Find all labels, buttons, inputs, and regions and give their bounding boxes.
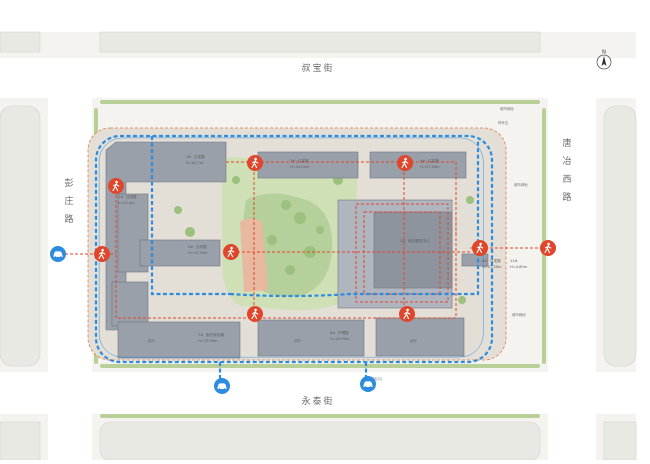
east-road bbox=[548, 58, 596, 460]
svg-text:H=22.50m: H=22.50m bbox=[188, 251, 208, 255]
green-note-east-1: 城市绿地 bbox=[514, 182, 528, 187]
svg-text:住宅楼: 住宅楼 bbox=[490, 258, 501, 263]
building-4 bbox=[369, 151, 467, 179]
car-icon bbox=[50, 246, 66, 262]
svg-text:西: 西 bbox=[562, 174, 573, 185]
north-arrow-icon: N bbox=[596, 50, 612, 70]
svg-text:住宅楼: 住宅楼 bbox=[194, 154, 205, 159]
pedestrian-icon bbox=[223, 244, 239, 260]
green-note-north-1: 城市绿地 bbox=[500, 106, 514, 111]
pedestrian-icon bbox=[472, 240, 488, 256]
svg-text:7#: 7# bbox=[198, 333, 203, 337]
svg-text:8#: 8# bbox=[330, 331, 335, 335]
surrounding-blocks bbox=[0, 31, 637, 461]
svg-text:H=27.30m: H=27.30m bbox=[482, 265, 502, 269]
svg-text:H=27.30m: H=27.30m bbox=[420, 165, 440, 169]
car-markers bbox=[50, 246, 376, 394]
south-road-label: 永泰街 bbox=[301, 395, 334, 407]
svg-text:H=4.80m: H=4.80m bbox=[510, 265, 528, 269]
svg-text:庄: 庄 bbox=[64, 195, 75, 207]
plaza-paving bbox=[240, 218, 268, 292]
building-label-1: 1# 住宅楼 H=42.7m bbox=[186, 154, 205, 165]
svg-text:4#: 4# bbox=[420, 159, 425, 163]
svg-text:H=42.7m: H=42.7m bbox=[186, 161, 204, 165]
svg-text:1#: 1# bbox=[186, 155, 191, 159]
building-label-4: 4# 住宅楼 H=27.30m bbox=[420, 158, 440, 169]
svg-text:H=34.50m: H=34.50m bbox=[290, 165, 310, 169]
building-labels: 1# 住宅楼 H=42.7m 2# 住宅楼 h=42.4m 3# 住宅楼 H=3… bbox=[118, 154, 528, 343]
podium-label-mid: 裙房 bbox=[294, 338, 301, 343]
building-label-6: 6# 住宅楼 H=27.30m bbox=[482, 258, 502, 269]
west-road-label: 彭 庄 路 bbox=[64, 177, 75, 225]
east-road-label: 唐 冶 西 路 bbox=[562, 137, 573, 203]
svg-text:住宅楼: 住宅楼 bbox=[196, 244, 207, 249]
svg-text:住宅楼: 住宅楼 bbox=[298, 158, 309, 163]
misc-labels: (消防出口) 城市绿地 城市绿地 城市绿地 停车位 裙房 裙房 裙房 bbox=[148, 106, 528, 381]
svg-text:6#: 6# bbox=[482, 259, 487, 263]
svg-text:3#: 3# bbox=[290, 159, 295, 163]
svg-text:冶: 冶 bbox=[562, 155, 573, 167]
north-road bbox=[0, 58, 636, 98]
building-label-8: 8# 护理楼 H=23.90m bbox=[330, 330, 350, 341]
green-note-east-2: 城市绿地 bbox=[512, 312, 526, 317]
svg-text:医疗综合楼: 医疗综合楼 bbox=[206, 332, 224, 337]
building-label-9: 3# 综合服务中心 bbox=[400, 238, 430, 243]
building-label-2: 2# 住宅楼 h=42.4m bbox=[118, 194, 137, 205]
svg-text:彭: 彭 bbox=[64, 177, 75, 189]
building-8 bbox=[257, 319, 365, 357]
building-label-11: 11# H=4.80m bbox=[510, 259, 528, 269]
podium-label-right: 裙房 bbox=[410, 338, 417, 343]
pedestrian-icon bbox=[108, 178, 124, 194]
gate-south-label: (消防出口) bbox=[366, 376, 383, 381]
pedestrian-icon bbox=[540, 240, 556, 256]
building-label-7: 7# 医疗综合楼 H=23.90m bbox=[198, 332, 224, 343]
svg-text:H=23.90m: H=23.90m bbox=[330, 337, 350, 341]
svg-text:唐: 唐 bbox=[562, 137, 573, 149]
pedestrian-icon bbox=[247, 155, 263, 171]
building-7 bbox=[117, 321, 241, 359]
svg-text:住宅楼: 住宅楼 bbox=[126, 194, 137, 199]
pedestrian-icon bbox=[399, 306, 415, 322]
svg-text:路: 路 bbox=[64, 213, 75, 225]
svg-text:护理楼: 护理楼 bbox=[338, 330, 349, 335]
svg-text:5#: 5# bbox=[188, 245, 193, 249]
pedestrian-icon bbox=[397, 155, 413, 171]
svg-text:h=42.4m: h=42.4m bbox=[118, 201, 135, 205]
pedestrian-icon bbox=[247, 306, 263, 322]
pedestrian-icon bbox=[94, 246, 110, 262]
svg-text:H=23.90m: H=23.90m bbox=[198, 339, 218, 343]
svg-text:路: 路 bbox=[562, 191, 573, 203]
svg-text:住宅楼: 住宅楼 bbox=[428, 158, 439, 163]
svg-text:11#: 11# bbox=[510, 259, 518, 263]
parking-note-north: 停车位 bbox=[498, 120, 509, 125]
building-label-5: 5# 住宅楼 H=22.50m bbox=[188, 244, 208, 255]
svg-text:综合服务中心: 综合服务中心 bbox=[408, 238, 430, 243]
building-3 bbox=[257, 151, 359, 179]
north-road-label: 叔宝街 bbox=[301, 62, 334, 74]
car-icon bbox=[214, 378, 230, 394]
pedestrian-markers bbox=[94, 155, 556, 322]
south-road bbox=[0, 372, 636, 414]
car-icon bbox=[360, 376, 376, 392]
svg-text:3#: 3# bbox=[400, 239, 405, 243]
podium-label-left: 裙房 bbox=[148, 338, 155, 343]
svg-text:N: N bbox=[602, 50, 606, 56]
building-label-3: 3# 住宅楼 H=34.50m bbox=[290, 158, 310, 169]
svg-text:2#: 2# bbox=[118, 195, 123, 199]
